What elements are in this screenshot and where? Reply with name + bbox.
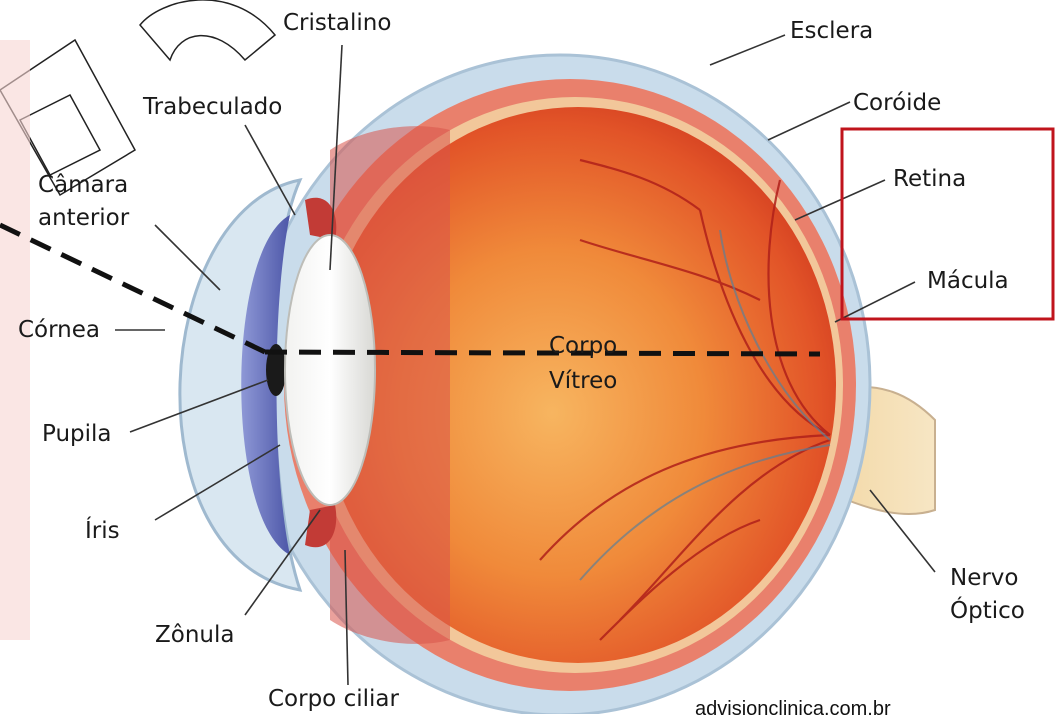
- label-cornea: Córnea: [18, 317, 100, 343]
- label-camara-line1: Câmara: [38, 172, 128, 198]
- label-esclera: Esclera: [790, 18, 873, 44]
- label-nervo-line2: Óptico: [950, 598, 1025, 624]
- label-macula: Mácula: [927, 268, 1009, 294]
- label-coroide: Coróide: [853, 90, 941, 116]
- label-corpo-vitreo-line1: Corpo: [549, 333, 617, 359]
- lens-crystalline: [285, 235, 375, 505]
- source-credit: advisionclinica.com.br: [695, 698, 891, 721]
- label-iris: Íris: [85, 518, 120, 544]
- label-nervo-line1: Nervo: [950, 565, 1019, 591]
- label-camara-line2: anterior: [38, 205, 129, 231]
- label-trabeculado: Trabeculado: [143, 94, 282, 120]
- label-cristalino: Cristalino: [283, 10, 391, 36]
- label-pupila: Pupila: [42, 421, 112, 447]
- label-corpo-ciliar: Corpo ciliar: [268, 686, 399, 712]
- label-zonula: Zônula: [155, 622, 234, 648]
- label-retina: Retina: [893, 166, 966, 192]
- label-corpo-vitreo-line2: Vítreo: [549, 368, 617, 394]
